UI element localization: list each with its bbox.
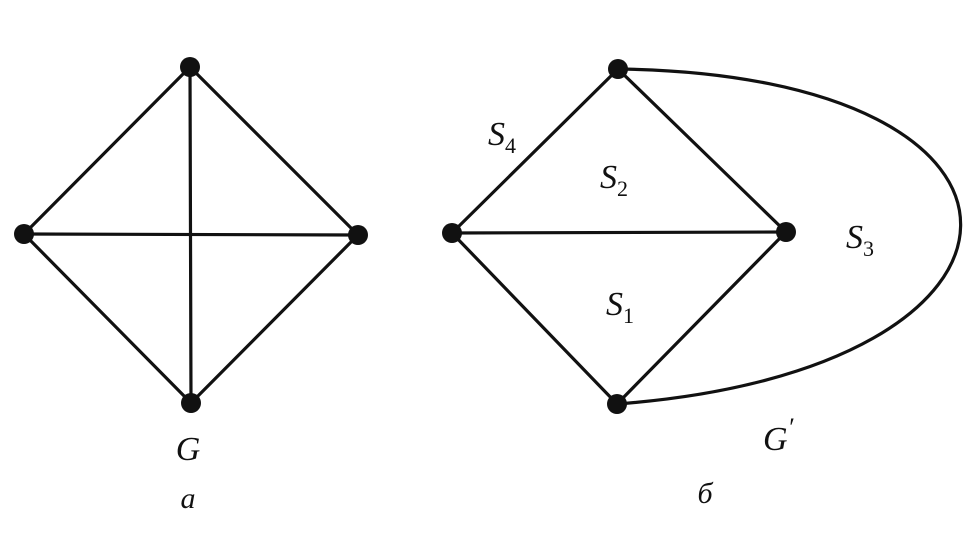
graph-b-name-label: G′ bbox=[763, 413, 794, 458]
edge-b-bottom-right bbox=[615, 230, 788, 406]
vertex-a-right bbox=[348, 225, 368, 245]
vertex-a-top bbox=[180, 57, 200, 77]
edge-b-outer-arc bbox=[615, 67, 963, 406]
edge-b-top-right bbox=[616, 67, 788, 234]
edge-a-bottom-right bbox=[189, 233, 360, 405]
graph-a: G а bbox=[14, 57, 368, 515]
face-label-s4: S4 bbox=[488, 116, 516, 158]
edge-b-left-right bbox=[450, 230, 788, 235]
edge-a-top-right bbox=[188, 65, 360, 237]
vertex-b-top bbox=[608, 59, 628, 79]
graph-a-name-label: G bbox=[176, 431, 201, 468]
vertex-b-bottom bbox=[607, 394, 627, 414]
face-label-s1: S1 bbox=[606, 286, 634, 328]
graph-a-caption: а bbox=[181, 482, 196, 515]
graph-b-caption: б bbox=[697, 477, 713, 510]
edge-a-bottom-left bbox=[22, 232, 193, 405]
face-label-s2: S2 bbox=[600, 159, 628, 201]
vertex-b-left bbox=[442, 223, 462, 243]
vertex-b-right bbox=[776, 222, 796, 242]
edge-a-top-left bbox=[22, 65, 192, 236]
face-label-s3: S3 bbox=[846, 219, 874, 261]
vertex-a-bottom bbox=[181, 393, 201, 413]
edge-a-horizontal-diagonal bbox=[22, 232, 360, 237]
graph-b: S4 S2 S1 S3 G′ б bbox=[442, 59, 963, 510]
edge-b-bottom-left bbox=[450, 231, 619, 406]
vertex-a-left bbox=[14, 224, 34, 244]
edge-b-top-left bbox=[450, 67, 620, 235]
